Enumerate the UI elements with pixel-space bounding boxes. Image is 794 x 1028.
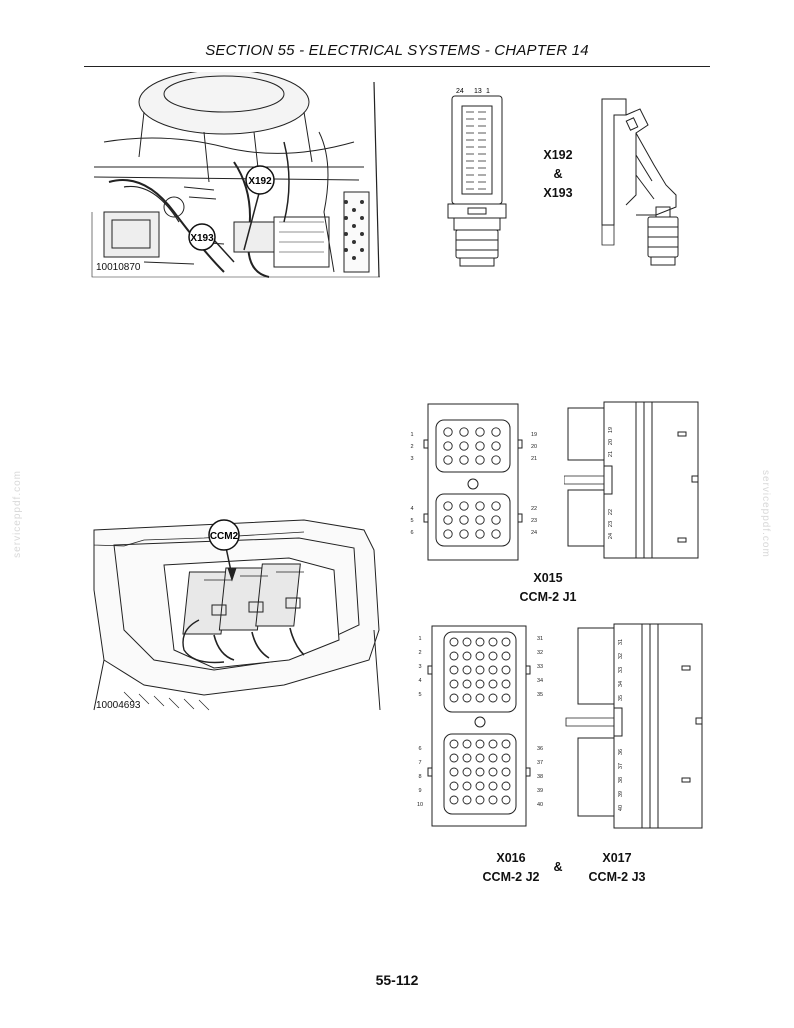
x015-pin-3: 3	[410, 456, 413, 462]
connector-x015-side: 19 20 21 22 23 24	[564, 401, 699, 559]
caption-x016: X016	[496, 851, 526, 865]
x016-pin-34: 34	[537, 678, 543, 684]
x015-pin-2: 2	[410, 444, 413, 450]
page-number: 55-112	[375, 972, 419, 988]
caption-amp-1: &	[553, 167, 563, 181]
x015-pin-23: 23	[531, 518, 537, 524]
x016-pin-32: 32	[537, 650, 543, 656]
x016-side-pin-35: 35	[618, 695, 624, 701]
pin-label-13: 13	[474, 88, 482, 95]
x015-pin-21: 21	[531, 456, 537, 462]
x016-pin-2: 2	[418, 650, 421, 656]
caption-x192: X192	[543, 148, 573, 162]
x016-side-pin-40: 40	[618, 805, 624, 811]
x015-side-pin-20: 20	[608, 439, 614, 445]
x016-pin-33: 33	[537, 664, 543, 670]
x015-pin-6: 6	[410, 530, 413, 536]
callout-x192: X192	[245, 165, 275, 195]
x016-side-pin-31: 31	[618, 639, 624, 645]
caption-x193: X193	[543, 186, 573, 200]
caption-x015: X015	[533, 571, 563, 585]
x016-pin-31: 31	[537, 636, 543, 642]
x016-pin-10: 10	[417, 802, 423, 808]
callout-x192-label: X192	[248, 176, 272, 187]
connector-x192-side	[601, 98, 679, 266]
x016-side-pin-39: 39	[618, 791, 624, 797]
x016-pin-37: 37	[537, 760, 543, 766]
x016-pin-35: 35	[537, 692, 543, 698]
x016-pin-36: 36	[537, 746, 543, 752]
connector-caption-x016: X016 CCM-2 J2	[466, 849, 556, 887]
x016-pin-4: 4	[418, 678, 421, 684]
x015-pin-1: 1	[410, 432, 413, 438]
callout-ccm2-label: CCM2	[210, 531, 239, 542]
x016-pin-1: 1	[418, 636, 421, 642]
console-illustration: CCM2	[93, 519, 381, 711]
header-rule	[84, 66, 710, 67]
caption-ccm2-j2: CCM-2 J2	[482, 870, 540, 884]
x016-side-pin-32: 32	[618, 653, 624, 659]
x016-pin-7: 7	[418, 760, 421, 766]
connector-caption-x015: X015 CCM-2 J1	[498, 569, 598, 607]
pin-label-1: 1	[486, 88, 490, 95]
x016-side-pin-36: 36	[618, 749, 624, 755]
page-header: SECTION 55 - ELECTRICAL SYSTEMS - CHAPTE…	[205, 42, 589, 59]
x016-side-pin-38: 38	[618, 777, 624, 783]
x015-pin-5: 5	[410, 518, 413, 524]
x015-side-pin-21: 21	[608, 451, 614, 457]
x015-side-pin-19: 19	[608, 427, 614, 433]
watermark-right: serviceppdf.com	[760, 470, 771, 558]
x015-pin-22: 22	[531, 506, 537, 512]
caption-ccm2-j3: CCM-2 J3	[588, 870, 646, 884]
watermark-left: serviceppdf.com	[12, 470, 23, 558]
x015-pin-24: 24	[531, 530, 537, 536]
x016-side-pin-34: 34	[618, 681, 624, 687]
x016-pin-9: 9	[418, 788, 421, 794]
caption-x017: X017	[602, 851, 632, 865]
x016-pin-38: 38	[537, 774, 543, 780]
x016-pin-40: 40	[537, 802, 543, 808]
photo-id-2: 10004693	[96, 700, 141, 711]
x015-pin-4: 4	[410, 506, 413, 512]
x015-pin-19: 19	[531, 432, 537, 438]
x016-pin-5: 5	[418, 692, 421, 698]
x015-pin-20: 20	[531, 444, 537, 450]
x016-side-pin-33: 33	[618, 667, 624, 673]
x016-side-pin-37: 37	[618, 763, 624, 769]
x015-side-pin-24: 24	[608, 533, 614, 539]
x016-pin-8: 8	[418, 774, 421, 780]
connector-caption-x192: X192 & X193	[528, 146, 588, 203]
caption-ccm2-j1: CCM-2 J1	[519, 590, 577, 604]
pin-label-24: 24	[456, 88, 464, 95]
x015-side-pin-23: 23	[608, 521, 614, 527]
photo-id-1: 10010870	[96, 262, 141, 273]
connector-x016-side: 31 32 33 34 35 36 37 38 39 40	[565, 623, 703, 829]
engine-bay-illustration: X192 X193	[91, 72, 380, 278]
callout-x193-label: X193	[190, 233, 214, 244]
connector-caption-x017: X017 CCM-2 J3	[572, 849, 662, 887]
x016-pin-39: 39	[537, 788, 543, 794]
callout-x193: X193	[188, 223, 216, 251]
connector-x192-front: 24 13 1	[447, 88, 507, 267]
callout-ccm2: CCM2	[208, 519, 240, 551]
x016-pin-6: 6	[418, 746, 421, 752]
x016-pin-3: 3	[418, 664, 421, 670]
caption-amp-2: &	[553, 860, 563, 874]
x015-side-pin-22: 22	[608, 509, 614, 515]
